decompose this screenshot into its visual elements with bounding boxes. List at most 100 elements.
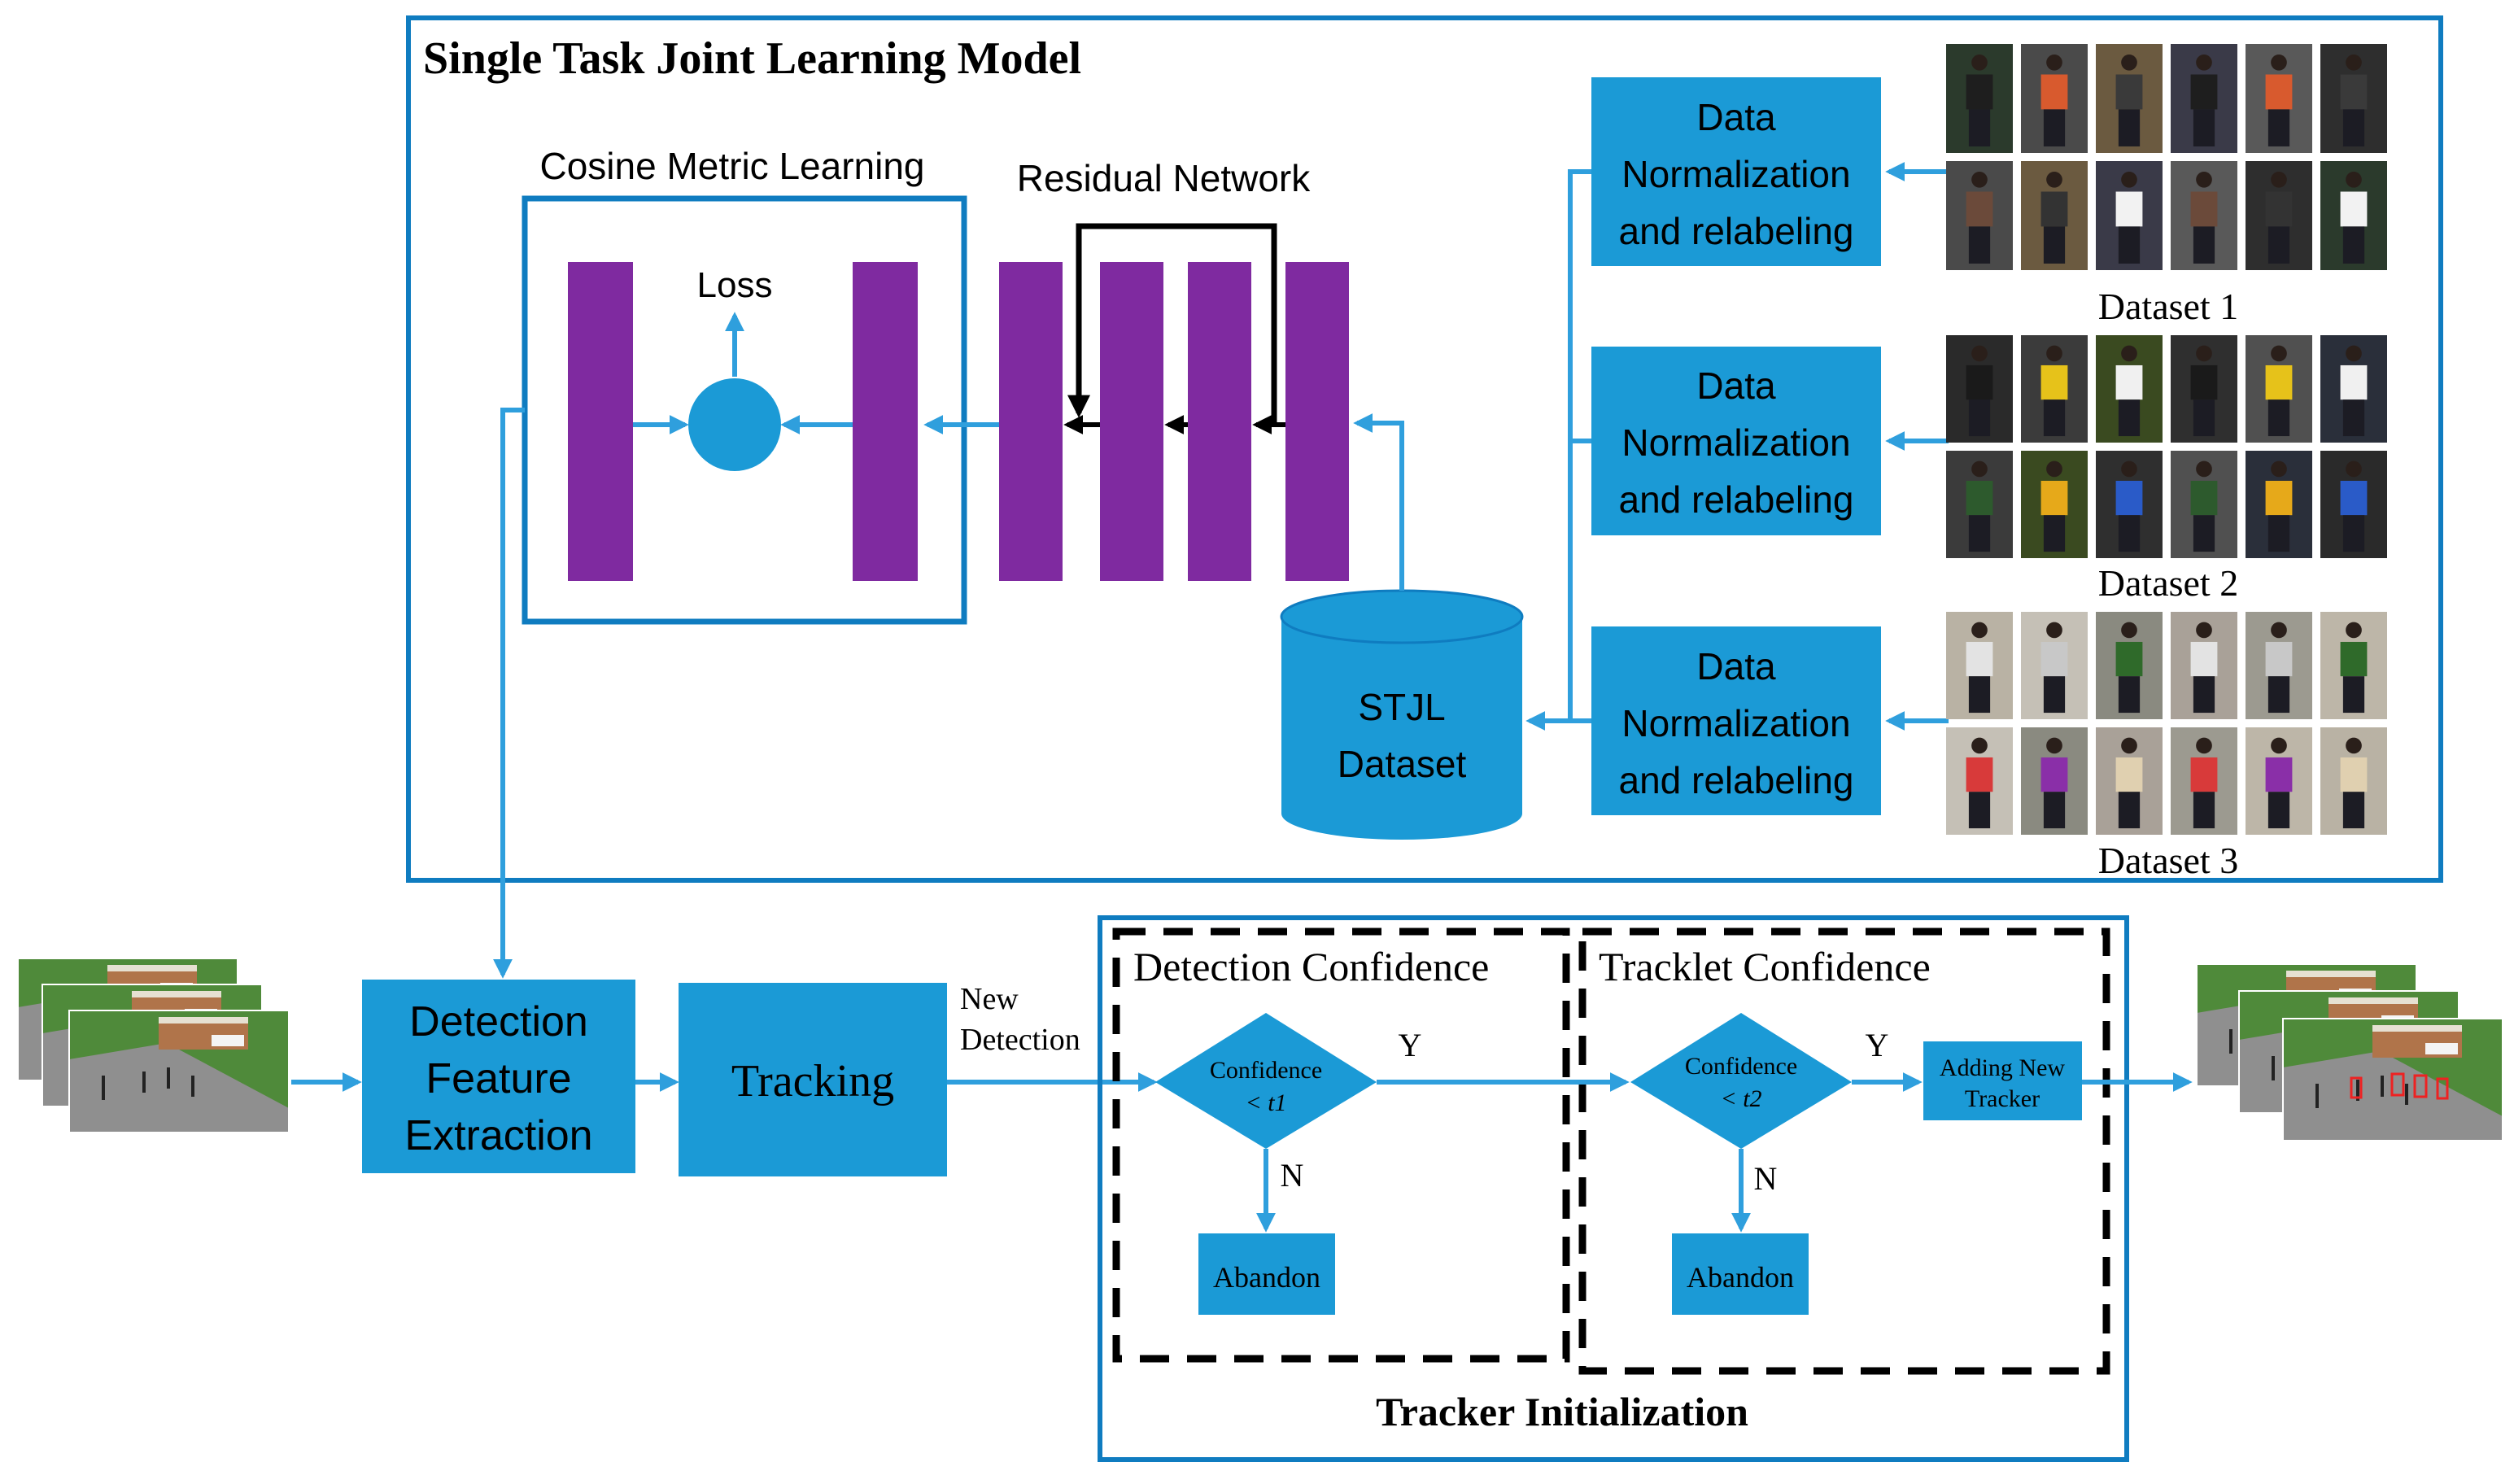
stjl-title: Single Task Joint Learning Model: [423, 33, 1081, 84]
person-head: [2046, 737, 2062, 754]
norm3-line2: Normalization: [1621, 702, 1850, 744]
decision-1-line1: Confidence: [1210, 1057, 1322, 1084]
tracklet-confidence-dashed-box: [1578, 928, 2110, 1375]
person-body: [1966, 191, 1993, 227]
stjl-dataset-line2: Dataset: [1338, 743, 1467, 785]
person-head: [2046, 345, 2062, 362]
person-body: [2115, 641, 2143, 677]
person-legs: [2043, 515, 2066, 552]
person-legs: [2342, 226, 2365, 264]
loss-label: Loss: [697, 265, 773, 305]
stjl-dataset-cylinder-top: [1280, 589, 1524, 644]
adding-new-tracker-line1: Adding New: [1940, 1054, 2065, 1081]
person-head: [1971, 54, 1988, 71]
person-legs: [2118, 109, 2141, 146]
decision-2-yes: Y: [1866, 1027, 1889, 1063]
person-head: [2046, 460, 2062, 478]
person-legs: [2118, 676, 2141, 714]
output-video-frames: [2196, 963, 2503, 1141]
person-head: [2271, 622, 2287, 639]
person-legs: [2118, 399, 2141, 437]
norm2-line2: Normalization: [1621, 421, 1850, 464]
person-legs: [2193, 399, 2215, 437]
abandon-1-box: [1198, 1233, 1335, 1315]
tracking-box: [679, 983, 947, 1176]
person-body: [2340, 74, 2368, 110]
person-head: [2121, 345, 2137, 362]
person-head: [2346, 345, 2362, 362]
tracker-initialization-frame: [1098, 915, 2129, 1462]
decision-2-line2: < t2: [1720, 1085, 1761, 1112]
resnet-layer-2: [1100, 262, 1163, 581]
person-head: [2046, 171, 2062, 188]
person-legs: [1968, 226, 1991, 264]
person-legs: [2118, 792, 2141, 829]
person-head: [1971, 622, 1988, 639]
person-legs: [1968, 399, 1991, 437]
person-legs: [2267, 226, 2290, 264]
person-head: [1971, 345, 1988, 362]
person-head: [2346, 171, 2362, 188]
person-head: [2121, 171, 2137, 188]
person-legs: [2193, 226, 2215, 264]
person-head: [2196, 737, 2212, 754]
cml-layer-right: [853, 262, 918, 581]
person-head: [2196, 460, 2212, 478]
person-legs: [2342, 792, 2365, 829]
person-body: [2265, 191, 2293, 227]
person-body: [2340, 757, 2368, 792]
person-body: [2040, 480, 2068, 516]
person-head: [2271, 171, 2287, 188]
person-legs: [1968, 515, 1991, 552]
person-body: [1966, 480, 1993, 516]
tracking-label: Tracking: [731, 1056, 894, 1106]
new-detection-line1: New: [960, 982, 1019, 1016]
skip-connection: [1067, 223, 1277, 425]
person-head: [2346, 54, 2362, 71]
norm2-line1: Data: [1696, 364, 1776, 407]
person-body: [2340, 191, 2368, 227]
norm3-line3: and relabeling: [1618, 759, 1853, 801]
person-body: [2265, 74, 2293, 110]
person-body: [2265, 480, 2293, 516]
arrow-cml-to-feature: [493, 408, 525, 979]
person-legs: [2342, 109, 2365, 146]
adding-new-tracker-box: [1923, 1041, 2082, 1120]
person-body: [2190, 480, 2218, 516]
person-legs: [1968, 109, 1991, 146]
person-body: [2040, 757, 2068, 792]
person-head: [2046, 622, 2062, 639]
dataset-2-images: [1946, 335, 2387, 558]
decision-2-line1: Confidence: [1685, 1053, 1797, 1080]
person-legs: [1968, 792, 1991, 829]
tracker-initialization-title: Tracker Initialization: [1376, 1389, 1748, 1434]
person-body: [1966, 364, 1993, 400]
dfe-line3: Extraction: [404, 1112, 592, 1159]
person-legs: [2118, 226, 2141, 264]
person-body: [2115, 364, 2143, 400]
resnet-layer-3: [1188, 262, 1251, 581]
person-body: [2040, 191, 2068, 227]
person-body: [1966, 74, 1993, 110]
person-body: [2340, 364, 2368, 400]
person-legs: [2267, 676, 2290, 714]
person-legs: [2193, 792, 2215, 829]
person-head: [2196, 345, 2212, 362]
resnet-layer-1: [999, 262, 1063, 581]
normalization-box-1: Data Normalization and relabeling: [1591, 77, 1881, 266]
person-head: [2271, 460, 2287, 478]
person-legs: [2267, 399, 2290, 437]
person-head: [2346, 622, 2362, 639]
adding-new-tracker-line2: Tracker: [1965, 1085, 2040, 1112]
person-head: [2121, 54, 2137, 71]
decision-2-no: N: [1754, 1160, 1778, 1197]
stjl-frame: [406, 15, 2443, 883]
stjl-dataset-cylinder: [1281, 617, 1522, 840]
decision-1-line2: < t1: [1245, 1089, 1286, 1116]
person-head: [2046, 54, 2062, 71]
dfe-line1: Detection: [409, 998, 588, 1045]
person-head: [2346, 737, 2362, 754]
person-legs: [2043, 226, 2066, 264]
